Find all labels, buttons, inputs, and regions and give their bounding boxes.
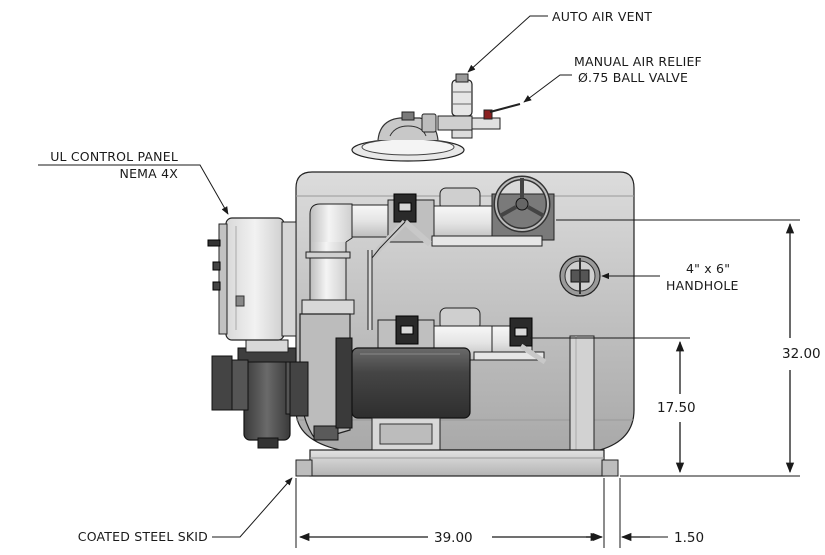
- label-manual-air-relief-2: Ø.75 BALL VALVE: [578, 70, 688, 85]
- label-ul-control-panel-1: UL CONTROL PANEL: [50, 149, 178, 164]
- handhole: [559, 255, 601, 297]
- dimension-skid-overhang: 1.50: [674, 530, 704, 546]
- label-auto-air-vent: AUTO AIR VENT: [552, 9, 652, 24]
- pump-volute: [299, 313, 353, 441]
- coated-steel-skid: [295, 449, 619, 477]
- dimension-overall-height: 32.00: [782, 346, 821, 362]
- top-manway-lid: [351, 111, 465, 162]
- discharge-riser-pipe: [301, 203, 373, 330]
- right-support-leg: [569, 335, 595, 455]
- butterfly-valve-upper: [369, 193, 432, 260]
- butterfly-valve-lower-left: [395, 315, 419, 345]
- hair-lint-strainer: [211, 339, 309, 449]
- label-handhole-2: HANDHOLE: [666, 278, 739, 293]
- ul-control-panel: [207, 217, 297, 341]
- handwheel-icon: [493, 175, 551, 233]
- butterfly-valve-lower-right: [509, 317, 547, 365]
- dimension-pump-height: 17.50: [657, 400, 696, 416]
- label-handhole-1: 4" x 6": [686, 261, 730, 276]
- label-ul-control-panel-2: NEMA 4X: [120, 166, 179, 181]
- label-manual-air-relief-1: MANUAL AIR RELIEF: [574, 54, 702, 69]
- manual-air-relief-ball-valve: [421, 103, 521, 139]
- pump-motor: [351, 347, 471, 455]
- dimension-skid-width: 39.00: [434, 530, 473, 546]
- label-coated-steel-skid: COATED STEEL SKID: [78, 529, 208, 544]
